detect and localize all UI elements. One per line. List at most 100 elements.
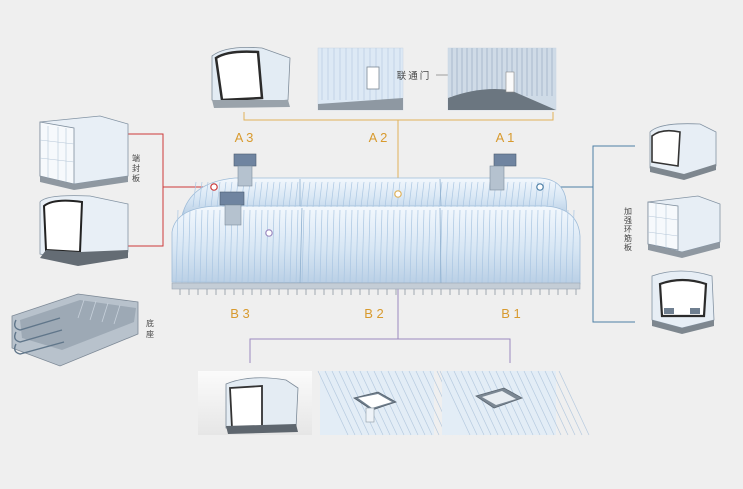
rib-line <box>331 370 363 436</box>
rib-line <box>288 181 293 208</box>
thumb-reinforcement-3 <box>651 270 715 334</box>
rib-line <box>378 181 383 208</box>
rib-line <box>325 209 329 284</box>
rib-line <box>336 181 341 208</box>
rib-line <box>380 370 412 436</box>
rib-line <box>253 209 257 284</box>
rib-line <box>324 370 356 436</box>
reinforcement-char: 强 <box>624 216 632 225</box>
rib-line <box>446 370 478 436</box>
thumb-a3-tunnel-end <box>211 46 291 108</box>
rib-line <box>541 209 545 284</box>
thumb-b2-roof-hatch <box>317 370 468 436</box>
rib-line <box>463 209 467 284</box>
rib-line <box>565 209 569 284</box>
rib-line <box>354 181 359 208</box>
end-plate-char-2: 封 <box>132 163 140 173</box>
rib-line <box>394 370 426 436</box>
thumb-reinforcement-2 <box>647 195 721 258</box>
rib-line <box>499 209 503 284</box>
rib-line <box>433 209 437 284</box>
rib-line <box>495 370 527 436</box>
label-base: 底 座 <box>146 318 154 339</box>
rib-line <box>397 209 401 284</box>
rib-line <box>282 181 287 208</box>
rib-line <box>401 370 433 436</box>
rib-line <box>439 209 443 284</box>
thumb-b1-roof-hatch <box>439 370 590 436</box>
rib-line <box>264 181 269 208</box>
rib-line <box>319 209 323 284</box>
rib-line <box>258 181 263 208</box>
rib-line <box>338 370 370 436</box>
rib-line <box>259 209 263 284</box>
rib-line <box>468 181 473 208</box>
rib-line <box>523 209 527 284</box>
rib-line <box>355 209 359 284</box>
vent-pipe-left-back <box>233 153 257 187</box>
rib-line <box>318 181 323 208</box>
rib-line <box>384 181 389 208</box>
reinforcement-marker <box>536 183 544 191</box>
rib-line <box>391 209 395 284</box>
label-end-sealing-plate: 端 封 板 <box>132 153 140 183</box>
rib-line <box>387 370 419 436</box>
rib-line <box>516 370 548 436</box>
rib-line <box>444 181 449 208</box>
rib-line <box>289 209 293 284</box>
rib-line <box>408 181 413 208</box>
rib-line <box>241 209 245 284</box>
rib-line <box>324 181 329 208</box>
rib-line <box>301 209 305 284</box>
rib-line <box>349 209 353 284</box>
rib-line <box>493 209 497 284</box>
rib-line <box>415 209 419 284</box>
rib-line <box>537 370 569 436</box>
rib-line <box>551 370 583 436</box>
rib-line <box>467 370 499 436</box>
rib-line <box>529 209 533 284</box>
rib-line <box>247 209 251 284</box>
rib-line <box>509 370 541 436</box>
label-connecting-door: 联通门 <box>397 70 432 82</box>
end-plate-char-1: 端 <box>132 153 140 163</box>
vent-pipe-right <box>489 153 517 191</box>
rib-line <box>366 181 371 208</box>
rib-line <box>277 209 281 284</box>
rib-line <box>367 209 371 284</box>
rib-line <box>205 209 209 284</box>
back-module-ribs <box>192 181 557 208</box>
rib-line <box>217 209 221 284</box>
rib-line <box>510 181 515 208</box>
rib-line <box>307 209 311 284</box>
rib-line <box>390 181 395 208</box>
rib-line <box>342 181 347 208</box>
end-plate-marker <box>210 183 218 191</box>
rib-line <box>408 370 440 436</box>
base-char-2: 座 <box>146 329 154 339</box>
rib-line <box>439 370 471 436</box>
rib-line <box>360 181 365 208</box>
rib-line <box>414 181 419 208</box>
rib-line <box>295 209 299 284</box>
rib-line <box>348 181 353 208</box>
rib-line <box>475 209 479 284</box>
rib-line <box>331 209 335 284</box>
reinforcement-char: 筋 <box>624 233 632 243</box>
rib-line <box>409 209 413 284</box>
base-bolts <box>179 289 577 295</box>
rib-line <box>198 181 203 208</box>
rib-line <box>265 209 269 284</box>
door-opening <box>366 66 380 90</box>
thumb-base <box>11 293 139 367</box>
rib-line <box>456 181 461 208</box>
front-module-ribs <box>175 209 575 284</box>
rib-line <box>402 181 407 208</box>
rib-line <box>271 209 275 284</box>
rib-line <box>558 370 590 436</box>
label-a1: A 1 <box>496 130 515 145</box>
a2-ribs <box>321 48 401 100</box>
rib-line <box>469 209 473 284</box>
